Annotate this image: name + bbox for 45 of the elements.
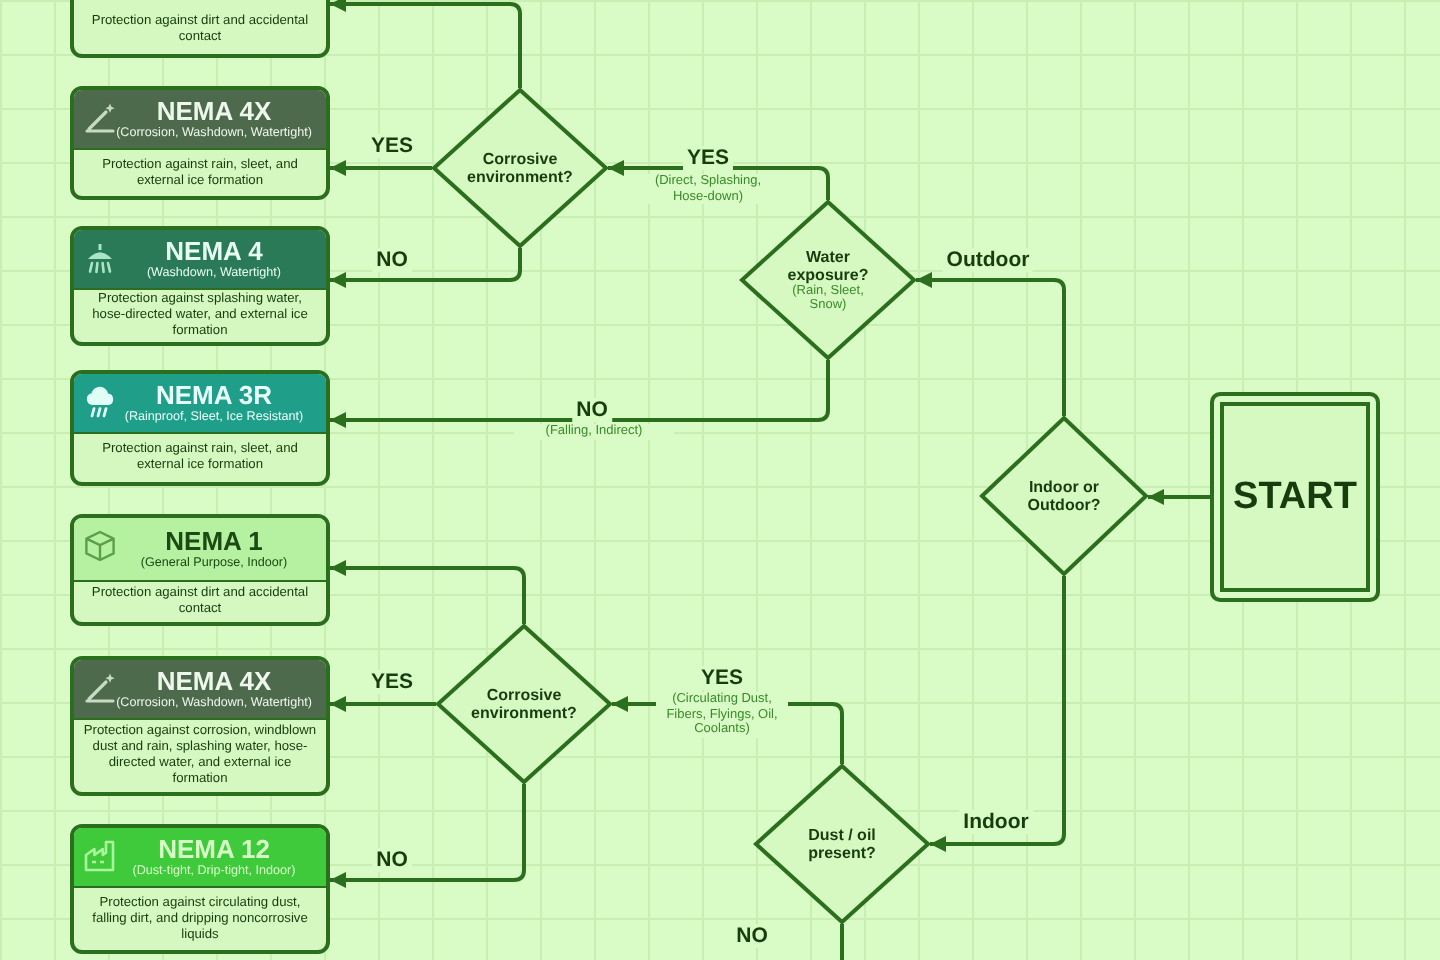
arrow bbox=[330, 160, 432, 176]
enclosure-title: NEMA 4X bbox=[156, 667, 272, 695]
edge-label: YES bbox=[683, 146, 733, 170]
enclosure-card bbox=[70, 86, 330, 200]
edge-label: NO bbox=[372, 848, 412, 872]
arrow bbox=[1148, 489, 1210, 505]
decision-text: Corrosive environment? bbox=[469, 686, 579, 722]
decision-diamond bbox=[740, 200, 916, 360]
decision-text: Corrosive environment? bbox=[465, 150, 575, 186]
arrow bbox=[330, 696, 436, 712]
edge-label: Outdoor bbox=[942, 248, 1034, 272]
edge-label: YES bbox=[367, 134, 417, 158]
edge-label: NO bbox=[572, 398, 612, 422]
enclosure-card bbox=[70, 370, 330, 486]
enclosure-card bbox=[70, 656, 330, 796]
decision-diamond bbox=[754, 764, 930, 924]
decision-diamond bbox=[980, 416, 1148, 576]
enclosure-title: NEMA 3R bbox=[155, 381, 273, 409]
enclosure-card bbox=[70, 824, 330, 954]
enclosure-card bbox=[70, 0, 330, 58]
decision-text: Water exposure? bbox=[785, 247, 871, 283]
arrow bbox=[930, 576, 1066, 852]
edge-label: YES bbox=[367, 670, 417, 694]
arrow bbox=[330, 0, 522, 88]
arrow bbox=[330, 360, 830, 428]
decision-diamond bbox=[436, 624, 612, 784]
decision-text: Dust / oil present? bbox=[806, 826, 878, 862]
enclosure-title: NEMA 1 bbox=[165, 527, 263, 555]
enclosure-title: NEMA 4 bbox=[165, 237, 263, 265]
arrow bbox=[330, 560, 526, 624]
arrow bbox=[916, 272, 1066, 416]
connector-line bbox=[840, 924, 844, 960]
enclosure-title: NEMA 4X bbox=[156, 97, 272, 125]
edge-label: NO bbox=[732, 924, 772, 948]
edge-label: NO bbox=[372, 248, 412, 272]
decision-diamond bbox=[432, 88, 608, 248]
enclosure-card bbox=[70, 226, 330, 346]
decision-text: Indoor or Outdoor? bbox=[1025, 478, 1103, 514]
edge-label: YES bbox=[697, 666, 747, 690]
start-label: START bbox=[1233, 475, 1357, 519]
edge-label: Indoor bbox=[959, 810, 1033, 834]
arrow bbox=[330, 784, 526, 888]
enclosure-title: NEMA 12 bbox=[158, 835, 270, 863]
start-box bbox=[1210, 392, 1380, 602]
enclosure-card bbox=[70, 514, 330, 626]
